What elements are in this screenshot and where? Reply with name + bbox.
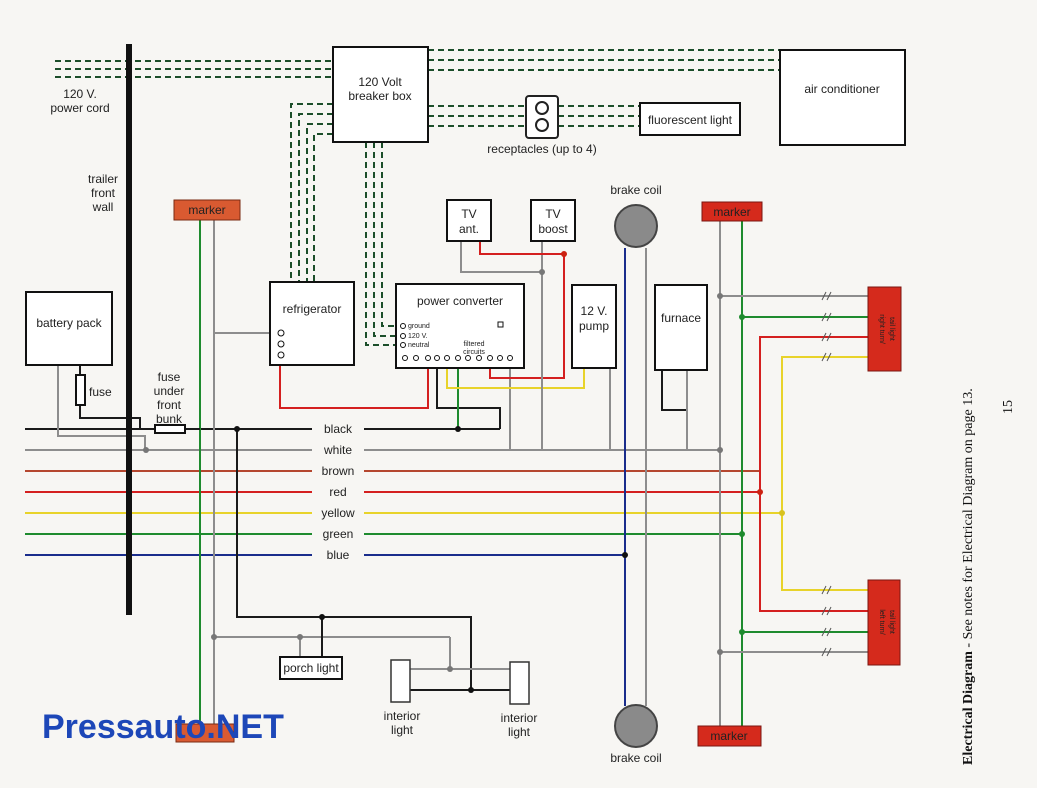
converter-filtered-label: filtered	[463, 341, 484, 348]
outlet-icon	[535, 118, 549, 132]
break-marks	[821, 291, 832, 657]
fuse-bunk-label: fuse	[158, 370, 181, 384]
wire-label-brown: brown	[322, 464, 355, 478]
right-tail-label: right turn/	[878, 314, 885, 344]
component-wiring	[57, 220, 868, 735]
interior-light-left-label-2: light	[391, 723, 414, 737]
junctions	[143, 251, 785, 693]
left-tail-label: left turn/	[878, 609, 885, 634]
brake-coil-bottom-label: brake coil	[610, 751, 661, 765]
wire-label-white: white	[323, 443, 352, 457]
porch-light: porch light	[279, 656, 343, 680]
power-converter-label: power converter	[417, 294, 503, 308]
brake-coil-top: brake coil	[610, 183, 662, 248]
fuse-bunk-label-4: bunk	[156, 412, 183, 426]
tv-antenna: TV ant.	[446, 199, 492, 242]
converter-ground-label: ground	[408, 323, 430, 330]
marker-right-bottom: marker	[697, 725, 762, 747]
receptacle	[525, 95, 559, 139]
fuse: fuse	[75, 374, 112, 406]
power-converter: power converter ground 120 V. neutral fi…	[395, 283, 525, 369]
tv-boost-label: TV	[545, 207, 560, 221]
air-conditioner: air conditioner	[779, 49, 906, 146]
wire-label-yellow: yellow	[321, 506, 355, 520]
porch-light-label: porch light	[283, 661, 339, 675]
marker-left-label: marker	[188, 203, 225, 217]
watermark: Pressauto.NET	[42, 708, 284, 746]
left-tail-light: left turn/ tail light	[867, 579, 901, 666]
outlet-icon	[535, 101, 549, 115]
furnace: furnace	[654, 284, 708, 371]
page-number: 15	[1001, 400, 1016, 414]
tv-ant-label-2: ant.	[459, 222, 479, 236]
power-cord-label-2: power cord	[50, 101, 109, 115]
caption-text: Electrical Diagram - See notes for Elect…	[961, 388, 976, 765]
furnace-label: furnace	[661, 311, 701, 325]
marker-right-bottom-label: marker	[710, 729, 747, 743]
brake-coil-top-label: brake coil	[610, 183, 661, 197]
right-tail-light: right turn/ tail light	[867, 286, 902, 372]
pump-label-2: pump	[579, 319, 609, 333]
fluorescent-light-label: fluorescent light	[648, 113, 733, 127]
tv-ant-label: TV	[461, 207, 476, 221]
converter-120v-label: 120 V.	[408, 333, 428, 340]
trailer-wall-label-3: wall	[92, 200, 114, 214]
power-cord-label: 120 V.	[63, 87, 97, 101]
water-pump: 12 V. pump	[571, 284, 617, 369]
interior-light-left: interior light	[384, 659, 421, 737]
brake-coil-bottom: brake coil	[610, 704, 662, 765]
dc-bus	[25, 428, 782, 556]
air-conditioner-label: air conditioner	[804, 82, 879, 96]
pump-label: 12 V.	[581, 304, 608, 318]
converter-neutral-label: neutral	[408, 342, 430, 349]
trailer-wall-label-2: front	[91, 186, 116, 200]
fuse-label: fuse	[89, 385, 112, 399]
marker-left: marker	[173, 199, 241, 221]
refrigerator: refrigerator	[269, 281, 355, 366]
tv-booster: TV boost	[530, 199, 576, 242]
wire-label-red: red	[329, 485, 346, 499]
wire-labels: black white brown red yellow green blue	[321, 422, 355, 562]
trailer-wall-label: trailer	[88, 172, 118, 186]
marker-right-top-label: marker	[713, 205, 750, 219]
interior-light-left-label: interior	[384, 709, 421, 723]
fuse-bunk-label-2: under	[154, 384, 185, 398]
interior-light-right: interior light	[501, 661, 538, 739]
left-tail-label-2: tail light	[888, 610, 895, 634]
interior-light-right-label: interior	[501, 711, 538, 725]
right-tail-label-2: tail light	[888, 317, 895, 341]
ac-120v-wiring	[55, 49, 780, 346]
breaker-box: 120 Volt breaker box	[332, 46, 429, 143]
fuse-under-front-bunk: fuse under front bunk	[154, 370, 186, 434]
breaker-box-label-2: breaker box	[348, 89, 411, 103]
converter-filtered-label-2: circuits	[463, 349, 485, 356]
fuse-bunk-label-3: front	[157, 398, 182, 412]
wire-label-green: green	[323, 527, 354, 541]
interior-light-right-label-2: light	[508, 725, 531, 739]
wire-label-blue: blue	[327, 548, 350, 562]
wire-label-black: black	[324, 422, 353, 436]
refrigerator-label: refrigerator	[283, 302, 342, 316]
marker-left-bottom	[175, 723, 235, 743]
caption: Electrical Diagram - See notes for Elect…	[961, 388, 976, 765]
battery-pack: battery pack	[25, 291, 113, 366]
receptacles-label: receptacles (up to 4)	[487, 142, 596, 156]
breaker-box-label: 120 Volt	[358, 75, 402, 89]
fluorescent-light: fluorescent light	[639, 102, 741, 136]
battery-pack-label: battery pack	[36, 316, 102, 330]
converter-terminals	[402, 355, 513, 361]
marker-right-top: marker	[701, 201, 763, 222]
tv-boost-label-2: boost	[538, 222, 568, 236]
